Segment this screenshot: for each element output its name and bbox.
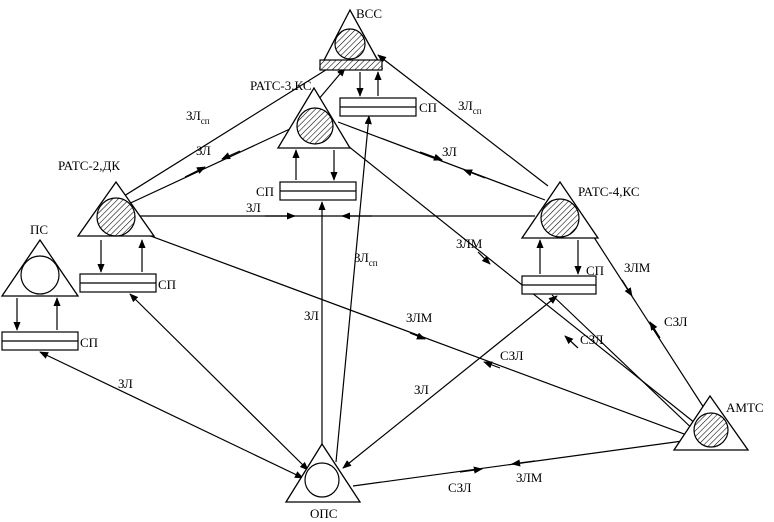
- arrow-amts-sp4-szl: [564, 335, 579, 349]
- label-szl-amts-rats4: СЗЛ: [664, 314, 688, 329]
- node-rats4: РАТС-4,КС: [520, 180, 640, 239]
- arrow-rats4-amts-zlm: [621, 279, 633, 297]
- ops-label: ОПС: [310, 506, 337, 521]
- link-ops-sp4: [342, 295, 558, 469]
- label-zlsp-rats4-vss: ЗЛсп: [458, 98, 482, 116]
- arrow-rats3-amts-zlm: [477, 251, 491, 265]
- link-ops-sp2: [129, 293, 309, 471]
- ps-sp: СП: [1, 297, 98, 351]
- rats4-sp: СП: [521, 239, 604, 295]
- vss-label: ВСС: [356, 6, 382, 21]
- ps-label: ПС: [30, 222, 48, 237]
- arrow-ops-amts-szl: [459, 466, 483, 474]
- label-szl-amts-sp4: СЗЛ: [580, 332, 604, 347]
- link-rats4-amts: [587, 227, 705, 409]
- label-zl-ops-sp3: ЗЛ: [304, 308, 319, 323]
- rats2-label: РАТС-2,ДК: [58, 158, 120, 173]
- label-zl-horizontal: ЗЛ: [246, 200, 261, 215]
- arrow-rats2-amts-zlm: [409, 332, 426, 340]
- label-zlsp-rats2-vss: ЗЛсп: [186, 108, 210, 126]
- vss-hatched-bar: [319, 59, 383, 71]
- label-zlm-rats3-amts: ЗЛМ: [456, 236, 483, 251]
- rats3-sp-label: СП: [256, 184, 274, 199]
- rats3-sp: СП: [256, 149, 357, 201]
- rats2-sp: СП: [79, 239, 176, 293]
- link-ops-spps: [39, 351, 304, 479]
- label-zlm-rats4-amts: ЗЛМ: [624, 260, 651, 275]
- rats4-sp-label: СП: [586, 263, 604, 278]
- link-ops-vss-sp: [335, 115, 372, 463]
- node-ps: ПС: [0, 222, 80, 297]
- label-zl-ops-sp4: ЗЛ: [414, 382, 429, 397]
- label-zl-ops-spps: ЗЛ: [118, 376, 133, 391]
- rats4-label: РАТС-4,КС: [578, 184, 640, 199]
- link-rats2-rats3: [123, 127, 293, 207]
- node-amts: АМТС: [672, 394, 764, 451]
- rats3-label: РАТС-3,КС: [250, 78, 312, 93]
- rats2-sp-label: СП: [158, 277, 176, 292]
- link-labels: ЗЛсп ЗЛ ЗЛсп ЗЛ ЗЛ ЗЛМ ЗЛсп ЗЛМ СЗЛ ЗЛ З…: [118, 98, 688, 495]
- label-zlm-rats2-amts: ЗЛМ: [406, 310, 433, 325]
- node-rats3: РАТС-3,КС: [250, 78, 352, 149]
- label-szl-amts-rats2: СЗЛ: [500, 348, 524, 363]
- label-zlsp-ops-vss: ЗЛсп: [354, 250, 378, 268]
- arrow-rats3-rats4-a: [419, 151, 443, 161]
- ps-sp-label: СП: [80, 335, 98, 350]
- vss-sp: СП: [339, 71, 437, 117]
- arrow-rats2-rats3-b: [221, 150, 241, 160]
- amts-label: АМТС: [726, 400, 764, 415]
- arrow-rats2-rats3-a: [184, 166, 206, 178]
- arrow-rats3-rats4-b: [463, 169, 486, 179]
- label-zl-rats3-rats4: ЗЛ: [442, 144, 457, 159]
- label-szl-ops-amts: СЗЛ: [448, 480, 472, 495]
- node-vss: ВСС: [318, 6, 384, 71]
- link-rats4-vss: [377, 54, 549, 187]
- link-rats2-vss: [123, 57, 346, 197]
- arrow-amts-ops-zlm: [511, 459, 536, 467]
- node-rats2: РАТС-2,ДК: [58, 158, 156, 237]
- link-rats3-rats4: [337, 121, 546, 201]
- node-ops: ОПС: [284, 442, 362, 521]
- vss-sp-label: СП: [419, 100, 437, 115]
- label-zlm-amts-ops: ЗЛМ: [516, 470, 543, 485]
- label-zl-rats2-rats3: ЗЛ: [196, 143, 211, 158]
- connections: [39, 54, 711, 487]
- arrow-amts-rats4-szl: [649, 321, 661, 339]
- link-rats2-amts: [139, 231, 696, 439]
- link-rats3-vss: [317, 67, 346, 101]
- link-sp4-amts: [551, 294, 701, 437]
